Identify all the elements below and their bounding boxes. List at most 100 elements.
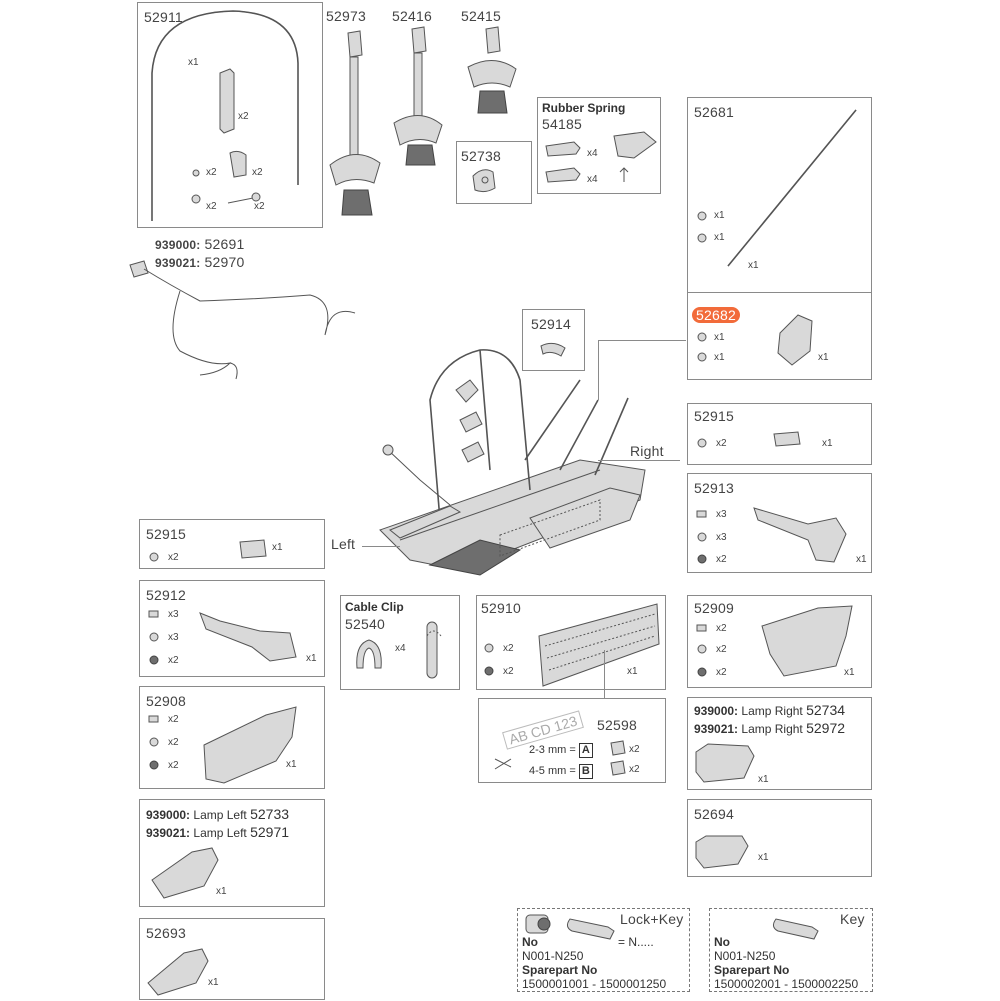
no-label: No <box>522 935 538 949</box>
part-box-cable-clip: Cable Clip 52540 x4 <box>340 595 460 690</box>
qty: x2 <box>503 666 514 677</box>
qty: x3 <box>168 609 179 620</box>
sparepart-range: 1500002001 - 1500002250 <box>714 977 859 991</box>
spacer-illustration <box>494 740 626 776</box>
number-range: N001-N250 <box>714 949 776 963</box>
clip-illustration <box>149 539 267 562</box>
part-box-lamp-right: 939000: Lamp Right 52734 939021: Lamp Ri… <box>687 697 872 790</box>
bracket-illustration <box>148 610 297 665</box>
qty: x1 <box>272 542 283 553</box>
cable-variant-1: 939000: 52691 <box>155 236 245 252</box>
number-range: N001-N250 <box>522 949 584 963</box>
qty: x2 <box>168 737 179 748</box>
lamp-housing-illustration <box>148 706 297 784</box>
qty: x3 <box>716 509 727 520</box>
part-number: 52914 <box>531 316 571 332</box>
qty: x1 <box>856 554 867 565</box>
sparepart-label: Sparepart No <box>714 963 790 977</box>
qty: x3 <box>168 632 179 643</box>
lamp-variant-2: 939021: Lamp Right 52972 <box>694 720 846 736</box>
part-box-52693: 52693 x1 <box>139 918 325 1000</box>
part-number: 52908 <box>146 693 186 709</box>
clip-illustration <box>697 431 801 448</box>
part-box-52911: 52911 x1 x2 x2 x2 x2 x2 <box>137 2 323 228</box>
lamp-variant-2: 939021: Lamp Left 52971 <box>146 824 290 840</box>
part-number-52416: 52416 <box>392 8 432 24</box>
qty: x1 <box>208 977 219 988</box>
part-number: 52681 <box>694 104 734 120</box>
qty: x2 <box>629 764 640 775</box>
left-label: Left <box>331 536 356 552</box>
part-box-52598: 52598 AB CD 123 2-3 mm = A 4-5 mm = B x2… <box>478 698 666 783</box>
part-box-52694: 52694 x1 <box>687 799 872 877</box>
strap-illustration <box>697 109 857 267</box>
cover-illustration <box>147 948 209 996</box>
cap-illustration <box>540 342 566 357</box>
qty: x1 <box>714 332 725 343</box>
box-title: Lock+Key <box>620 911 684 927</box>
part-number: 52912 <box>146 587 186 603</box>
sparepart-label: Sparepart No <box>522 963 598 977</box>
qty: x2 <box>716 623 727 634</box>
leader-line <box>598 340 599 400</box>
qty: x1 <box>216 886 227 897</box>
leader-line <box>598 340 686 341</box>
part-number: 52915 <box>146 526 186 542</box>
part-number-52415: 52415 <box>461 8 501 24</box>
lamp-illustration <box>151 847 219 899</box>
part-number-highlighted: 52682 <box>692 307 740 323</box>
qty: x2 <box>716 644 727 655</box>
part-box-52909: 52909 x2 x2 x2 x1 <box>687 595 872 688</box>
qty: x4 <box>587 148 598 159</box>
cap-illustration <box>472 169 496 193</box>
qty: x1 <box>748 260 759 271</box>
part-number: 52915 <box>694 408 734 424</box>
qty: x1 <box>758 852 769 863</box>
part-number-52973: 52973 <box>326 8 366 24</box>
qty: x4 <box>587 174 598 185</box>
qty: x2 <box>206 167 217 178</box>
qty: x1 <box>822 438 833 449</box>
qty: x2 <box>168 655 179 666</box>
leader-line <box>362 546 400 547</box>
part-number: 54185 <box>542 116 582 132</box>
part-number: 52693 <box>146 925 186 941</box>
qty: x2 <box>168 760 179 771</box>
bracket-illustration <box>696 507 847 564</box>
qty: x2 <box>168 552 179 563</box>
sparepart-range: 1500001001 - 1500001250 <box>522 977 667 991</box>
rear-panel-illustration <box>484 603 660 687</box>
box-title: Key <box>840 911 865 927</box>
part-number: 52911 <box>144 9 183 25</box>
leader-line <box>604 650 605 698</box>
part-box-52681: 52681 x1 x1 x1 <box>687 97 872 293</box>
bike-carrier-illustration <box>379 349 646 576</box>
part-box-52912: 52912 x3 x3 x2 x1 <box>139 580 325 677</box>
qty: x2 <box>716 438 727 449</box>
lamp-housing-illustration <box>696 605 853 677</box>
cover-illustration <box>695 835 749 869</box>
qty: x1 <box>714 232 725 243</box>
no-label: No <box>714 935 730 949</box>
part-number: 52910 <box>481 600 521 616</box>
loop-bar-illustration <box>151 10 299 221</box>
part-number: 52540 <box>345 616 385 632</box>
qty: x1 <box>758 774 769 785</box>
key-number-placeholder: = N..... <box>618 935 654 949</box>
part-box-52738: 52738 <box>456 141 532 204</box>
right-label: Right <box>630 443 664 459</box>
clamp-illustration <box>697 314 813 366</box>
qty: x2 <box>252 167 263 178</box>
cable-clip-illustration <box>356 621 442 679</box>
part-number: 52598 <box>597 717 637 733</box>
qty: x1 <box>286 759 297 770</box>
part-box-52915-left: 52915 x2 x1 <box>139 519 325 569</box>
qty: x1 <box>627 666 638 677</box>
lamp-variant-1: 939000: Lamp Right 52734 <box>694 702 846 718</box>
part-box-52910: 52910 x2 x2 x1 <box>476 595 666 690</box>
box-title: Cable Clip <box>345 600 404 614</box>
spacer-row-b: 4-5 mm = B <box>529 764 593 779</box>
qty: x1 <box>714 210 725 221</box>
qty: x1 <box>306 653 317 664</box>
holding-arms-illustration <box>329 26 517 216</box>
